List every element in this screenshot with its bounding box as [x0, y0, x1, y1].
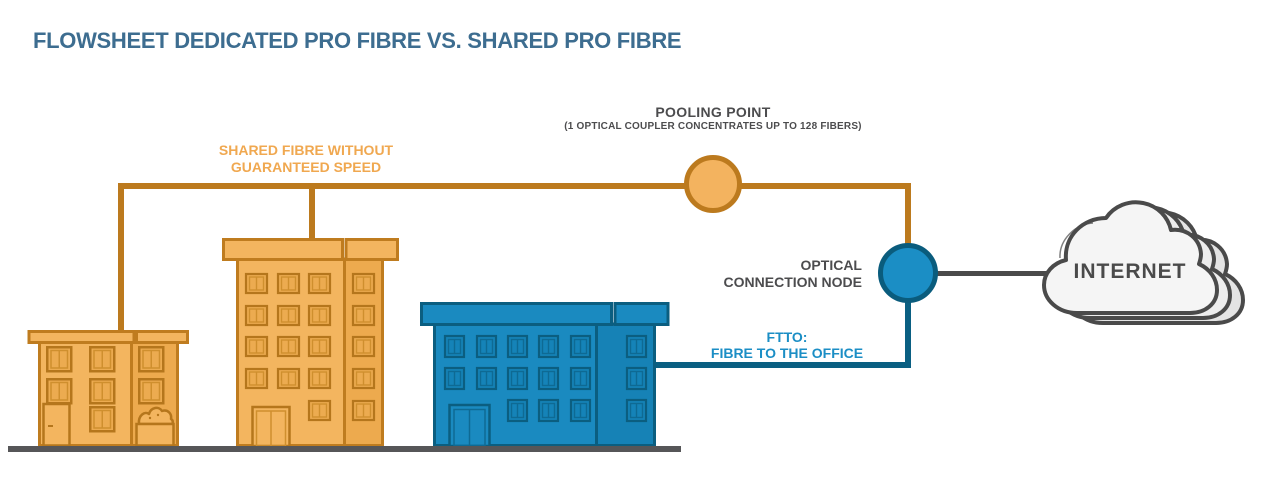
roof-cap-right: [135, 330, 189, 344]
ftto-label-line2: FIBRE TO THE OFFICE: [710, 345, 864, 361]
entrance-door: [42, 402, 71, 447]
pooling-point-subtitle: (1 OPTICAL COUPLER CONCENTRATES UP TO 12…: [564, 121, 862, 132]
ftto-label-line1: FTTO:: [766, 329, 808, 345]
small-orange-building: [27, 330, 189, 447]
optical-node-label: OPTICAL CONNECTION NODE: [700, 257, 862, 291]
ftto-vertical-line: [905, 270, 911, 368]
shared-fibre-label-line1: SHARED FIBRE WITHOUT: [218, 142, 394, 158]
internet-label: INTERNET: [1073, 260, 1187, 283]
roof-cap: [222, 238, 344, 261]
roof-cap: [420, 302, 613, 326]
shared-fibre-trunk-line: [118, 183, 911, 189]
roof-cap-right: [344, 238, 399, 261]
node-to-internet-line: [935, 271, 1047, 276]
shared-fibre-label: SHARED FIBRE WITHOUT GUARANTEED SPEED: [186, 142, 426, 176]
ftto-horizontal-line: [652, 362, 911, 368]
entrance-door: [448, 403, 491, 447]
cloud-highlight-arc: [1059, 222, 1094, 259]
pooling-point-title: POOLING POINT: [655, 104, 771, 120]
roof-cap: [27, 330, 136, 344]
optical-connection-node: [878, 243, 938, 303]
wide-blue-building: [420, 302, 670, 447]
shared-fibre-drop-to-node: [905, 183, 911, 248]
tall-orange-building: [222, 238, 399, 447]
page-title: FLOWSHEET DEDICATED PRO FIBRE VS. SHARED…: [33, 28, 682, 53]
shared-fibre-label-line2: GUARANTEED SPEED: [230, 159, 382, 175]
pooling-point-label: POOLING POINT (1 OPTICAL COUPLER CONCENT…: [530, 104, 896, 133]
ftto-label: FTTO: FIBRE TO THE OFFICE: [667, 329, 907, 361]
shared-fibre-drop-mid: [309, 183, 315, 241]
shared-fibre-drop-left: [118, 183, 124, 333]
roof-cap-right: [613, 302, 670, 326]
pooling-point-node: [684, 155, 742, 213]
cloud-main: [1042, 200, 1219, 315]
planter-bush: [135, 406, 175, 447]
optical-node-label-line1: OPTICAL: [800, 257, 862, 273]
ground-line: [8, 446, 681, 452]
internet-cloud: [1042, 200, 1245, 325]
entrance-door: [251, 405, 291, 447]
optical-node-label-line2: CONNECTION NODE: [723, 274, 862, 290]
